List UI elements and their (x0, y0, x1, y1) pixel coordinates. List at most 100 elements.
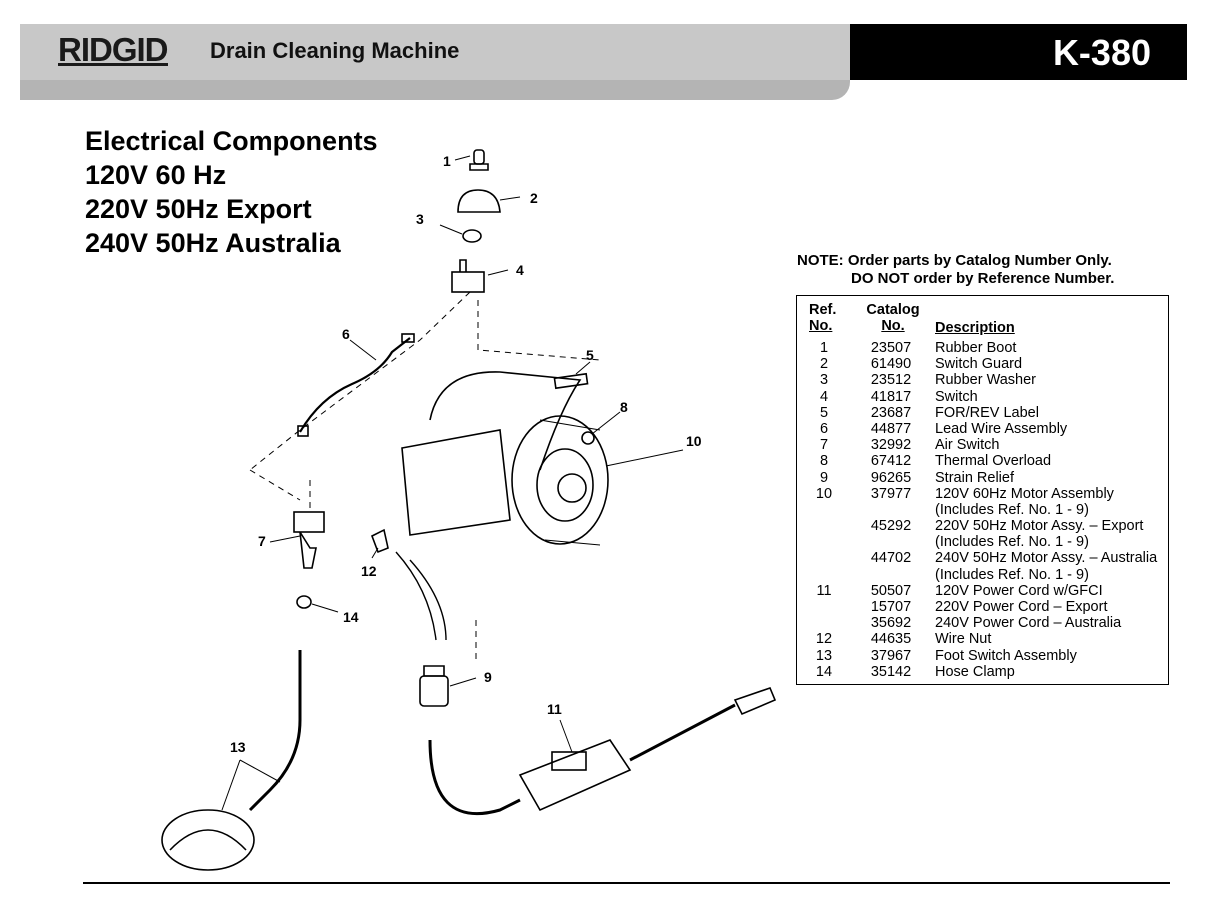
table-row: (Includes Ref. No. 1 - 9) (797, 502, 1168, 518)
callout-4: 4 (516, 262, 524, 278)
section-title-line: 220V 50Hz Export (85, 194, 312, 224)
wire-nut-part (370, 528, 389, 554)
cell-cat: 96265 (870, 469, 912, 486)
table-row: 8 67412 Thermal Overload (797, 453, 1168, 469)
header-description-label: Description (935, 320, 1015, 336)
cell-desc: Wire Nut (935, 631, 992, 648)
header-catalog-bottom: No. (881, 318, 905, 334)
cell-ref: 10 (815, 485, 833, 502)
header-ref: Ref. No. (809, 302, 836, 334)
power-cord-part (428, 687, 777, 816)
callout-7: 7 (258, 533, 266, 549)
foot-switch-part (161, 650, 302, 871)
cell-cat: 44702 (870, 550, 912, 567)
cell-desc: Strain Relief (935, 469, 1014, 486)
cell-desc: 240V 50Hz Motor Assy. – Australia (935, 550, 1158, 567)
callout-5: 5 (586, 347, 594, 363)
cell-cat: 50507 (870, 582, 912, 599)
cell-ref: 9 (819, 469, 829, 486)
section-title-line: 120V 60 Hz (85, 160, 227, 190)
thermal-overload-part (581, 431, 595, 445)
cell-desc: Rubber Washer (935, 372, 1037, 389)
cell-ref: 12 (815, 631, 833, 648)
section-title-line: Electrical Components (85, 126, 378, 156)
cell-desc: FOR/REV Label (935, 404, 1039, 421)
switch-guard-part (457, 189, 501, 213)
cell-cat: 32992 (870, 437, 912, 454)
footer-rule (83, 882, 1170, 884)
cell-desc: 220V Power Cord – Export (935, 599, 1108, 615)
table-row: 13 37967 Foot Switch Assembly (797, 648, 1168, 664)
lead-wire-part (299, 337, 411, 433)
cell-cat: 23507 (870, 340, 912, 356)
table-row: 12 44635 Wire Nut (797, 631, 1168, 647)
cell-desc: Rubber Boot (935, 340, 1017, 356)
cell-ref: 4 (819, 388, 829, 405)
cell-ref: 13 (815, 647, 833, 664)
cell-ref: 14 (815, 663, 833, 680)
table-row: 6 44877 Lead Wire Assembly (797, 421, 1168, 437)
cell-cat: 37967 (870, 647, 912, 664)
cell-cat: 35692 (870, 615, 912, 632)
callout-1: 1 (443, 153, 451, 169)
order-note-line1: NOTE: Order parts by Catalog Number Only… (797, 252, 1112, 269)
cell-ref: 7 (819, 437, 829, 454)
cell-cat: 23512 (870, 372, 912, 389)
header-catalog: Catalog No. (863, 302, 923, 334)
cell-ref: 5 (819, 404, 829, 421)
order-note-line2: DO NOT order by Reference Number. (851, 270, 1115, 287)
air-switch-part (293, 511, 325, 569)
cell-cat: 37977 (870, 485, 912, 502)
callout-8: 8 (620, 399, 628, 415)
cell-desc: Foot Switch Assembly (935, 647, 1077, 664)
table-row: 35692 240V Power Cord – Australia (797, 615, 1168, 631)
callout-6: 6 (342, 326, 350, 342)
cell-desc: (Includes Ref. No. 1 - 9) (935, 534, 1089, 551)
cell-cat: 45292 (870, 518, 912, 535)
cell-cat: 67412 (870, 453, 912, 470)
header-title: Drain Cleaning Machine (210, 38, 460, 63)
callout-13: 13 (230, 739, 246, 755)
hose-clamp-part (296, 595, 312, 609)
table-row: 5 23687 FOR/REV Label (797, 405, 1168, 421)
cell-desc: 240V Power Cord – Australia (935, 615, 1122, 632)
callout-2: 2 (530, 190, 538, 206)
cell-ref: 1 (819, 340, 829, 356)
cell-desc: (Includes Ref. No. 1 - 9) (935, 501, 1089, 518)
cell-desc: Switch Guard (935, 356, 1023, 373)
table-row: 11 50507 120V Power Cord w/GFCI (797, 583, 1168, 599)
callout-14: 14 (343, 609, 359, 625)
cell-desc: 120V Power Cord w/GFCI (935, 582, 1103, 599)
strain-relief-part (419, 665, 449, 707)
cell-ref: 8 (819, 453, 829, 470)
for-rev-label-part (553, 372, 589, 390)
cell-desc: Thermal Overload (935, 453, 1052, 470)
header-catalog-top: Catalog (866, 302, 920, 318)
cell-ref: 6 (819, 420, 829, 437)
table-row: 9 96265 Strain Relief (797, 470, 1168, 486)
callout-10: 10 (686, 433, 702, 449)
callout-3: 3 (416, 211, 424, 227)
model-box: K-380 (850, 24, 1187, 80)
cell-cat: 44877 (870, 420, 912, 437)
callout-12: 12 (361, 563, 377, 579)
cell-cat: 41817 (870, 388, 912, 405)
cell-ref: 11 (816, 582, 832, 599)
cell-desc: Lead Wire Assembly (935, 420, 1068, 437)
ridgid-logo: RIDGID (58, 31, 168, 68)
cell-cat: 23687 (870, 404, 912, 421)
cell-desc: Hose Clamp (935, 663, 1015, 680)
cell-cat: 44635 (870, 631, 912, 648)
header-band (20, 24, 850, 80)
